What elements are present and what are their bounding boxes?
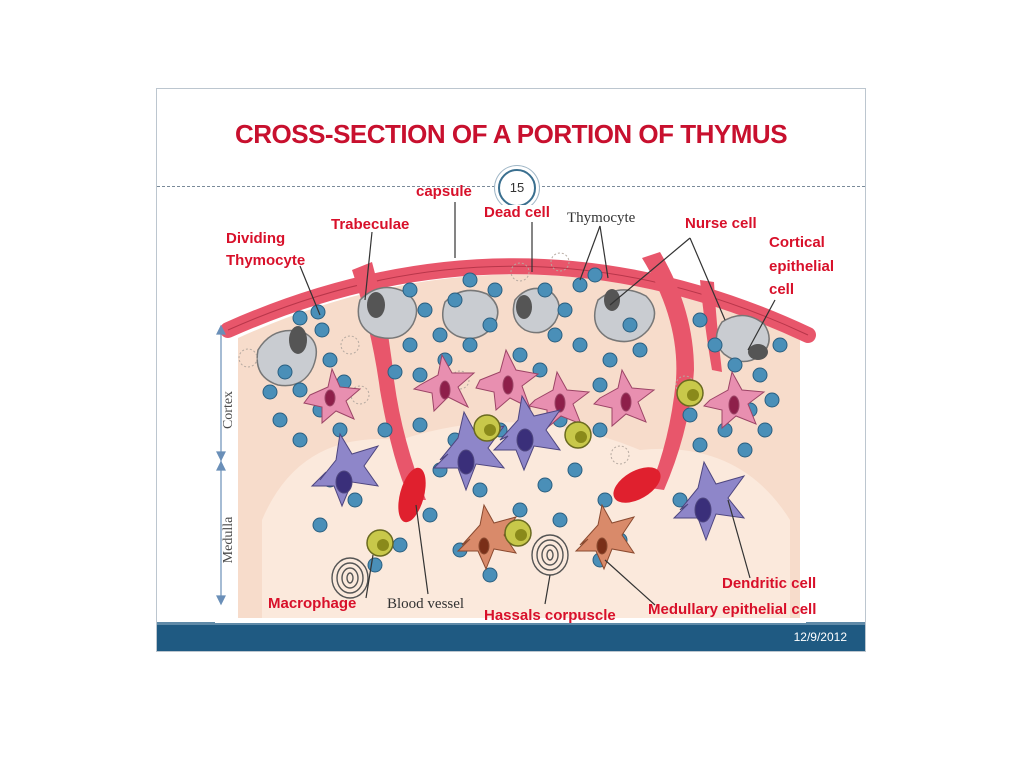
cortical-epithelial-label-line1: Cortical xyxy=(769,234,825,251)
blood-vessel-label: Blood vessel xyxy=(387,596,464,612)
thymocytes xyxy=(262,267,788,583)
medulla-label: Medulla xyxy=(221,516,236,563)
cortex-label: Cortex xyxy=(221,391,236,429)
blood-vessel-1 xyxy=(398,467,426,523)
slide-title: CROSS-SECTION OF A PORTION OF THYMUS xyxy=(234,119,788,149)
dendritic-cell-label: Dendritic cell xyxy=(722,575,816,592)
cortical-epithelial-cells xyxy=(303,348,766,430)
hassals-corpuscle-label: Hassals corpuscle xyxy=(484,607,616,624)
macrophage-label: Macrophage xyxy=(268,595,356,612)
trabeculae-label: Trabeculae xyxy=(331,216,409,233)
nurse-cells xyxy=(256,286,770,387)
leader-lines xyxy=(299,202,776,606)
slide-number-badge: 15 xyxy=(498,169,536,207)
cortical-epithelial-label-line2: epithelial xyxy=(769,258,834,275)
medullary-epithelial-cell-label: Medullary epithelial cell xyxy=(648,601,816,618)
side-scale xyxy=(216,324,226,606)
medullary-epithelial-cells xyxy=(456,503,636,571)
trabecula-middle xyxy=(642,252,694,490)
capsule-outline xyxy=(227,265,809,336)
slide-footer: 12/9/2012 xyxy=(157,622,865,651)
dividing-thymocyte-label-line2: Thymocyte xyxy=(226,252,305,269)
thymocyte-label: Thymocyte xyxy=(567,210,636,226)
blood-vessel-2 xyxy=(613,467,661,503)
footer-stripe xyxy=(157,622,865,625)
dead-cell-label: Dead cell xyxy=(484,204,550,221)
cortical-epithelial-label-line3: cell xyxy=(769,281,794,298)
slide-date: 12/9/2012 xyxy=(793,630,847,644)
nurse-cell-label: Nurse cell xyxy=(685,215,757,232)
macrophages xyxy=(366,379,704,557)
dividing-thymocyte-label-line1: Dividing xyxy=(226,230,285,247)
capsule-label: capsule xyxy=(416,183,472,200)
